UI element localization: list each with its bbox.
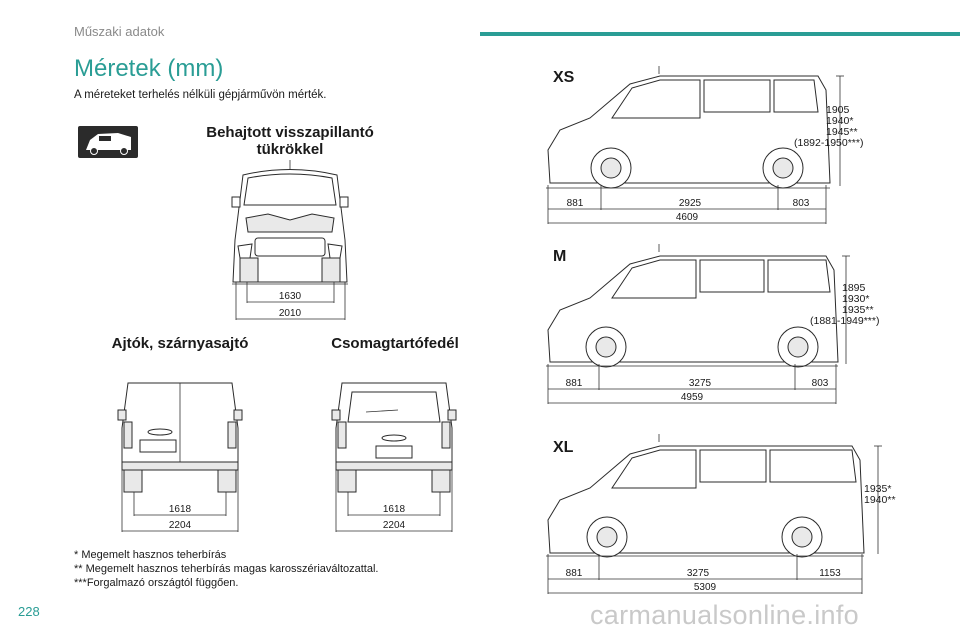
page-number: 228 [18,604,40,619]
front-width-value: 2010 [279,308,302,319]
m-length: 4959 [681,392,704,403]
rear-tailgate-title: Csomagtartófedél [331,335,459,352]
xl-height-1: 1935* [864,483,892,495]
m-side-drawing [546,244,839,368]
front-view-title: Behajtott visszapillantó tükrökkel [180,124,400,158]
rear-doors-drawing [117,382,243,493]
xs-height-3: 1945** [826,126,858,138]
xs-height-values: 1905 1940* 1945** (1892-1950***) [794,104,863,149]
rear-tailgate-width-value: 2204 [383,520,406,531]
rear-tailgate-drawing [331,382,457,493]
rear-doors-dimension-lines [121,470,239,532]
m-height-3: 1935** [842,304,874,316]
xl-side-drawing [546,434,865,558]
front-view-title-line1: Behajtott visszapillantó [206,124,374,141]
variant-label-xl: XL [553,439,574,456]
xl-height-values: 1935* 1940** [864,484,896,506]
xs-rear-overhang: 803 [793,198,810,209]
m-height-2: 1930* [842,293,870,305]
front-dimension-lines [235,282,346,320]
xl-wheelbase: 3275 [687,568,710,579]
variant-label-xs: XS [553,69,575,86]
xs-height-4: (1892-1950***) [794,137,864,149]
xs-height-1: 1905 [826,104,850,116]
rear-doors-title: Ajtók, szárnyasajtó [111,335,249,352]
front-view-title-line2: tükrökkel [256,141,324,158]
xl-height-2: 1940** [864,494,896,506]
van-icon [78,126,138,158]
header-rule [480,32,960,36]
front-view-drawing [231,160,349,285]
footnote-3: ***Forgalmazó országtól függően. [74,577,239,589]
xs-height-2: 1940* [826,115,854,127]
m-rear-overhang: 803 [812,378,829,389]
xs-side-drawing [546,66,831,189]
xl-rear-overhang: 1153 [819,568,841,579]
footnote-1: * Megemelt hasznos teherbírás [74,549,227,561]
xl-dimension-lines [547,445,882,594]
m-height-1: 1895 [842,282,866,294]
xs-dimension-lines [547,75,844,224]
footnote-2: ** Megemelt hasznos teherbírás magas kar… [74,563,379,575]
m-front-overhang: 881 [566,378,583,389]
variant-label-m: M [553,248,567,265]
intro-text: A méreteket terhelés nélküli gépjárművön… [74,89,327,101]
section-label: Műszaki adatok [74,24,165,39]
m-dimension-lines [547,255,850,404]
page-title: Méretek (mm) [74,55,224,82]
m-height-values: 1895 1930* 1935** (1881-1949***) [810,282,879,327]
front-track-value: 1630 [279,291,302,302]
xs-wheelbase: 2925 [679,198,702,209]
xl-front-overhang: 881 [566,568,583,579]
xs-length: 4609 [676,212,699,223]
watermark: carmanualsonline.info [590,600,859,630]
rear-doors-track-value: 1618 [169,504,192,515]
xl-length: 5309 [694,582,717,593]
xs-front-overhang: 881 [567,198,584,209]
m-wheelbase: 3275 [689,378,712,389]
m-height-4: (1881-1949***) [810,315,880,327]
rear-tailgate-dimension-lines [335,470,453,532]
rear-tailgate-track-value: 1618 [383,504,406,515]
rear-doors-width-value: 2204 [169,520,192,531]
